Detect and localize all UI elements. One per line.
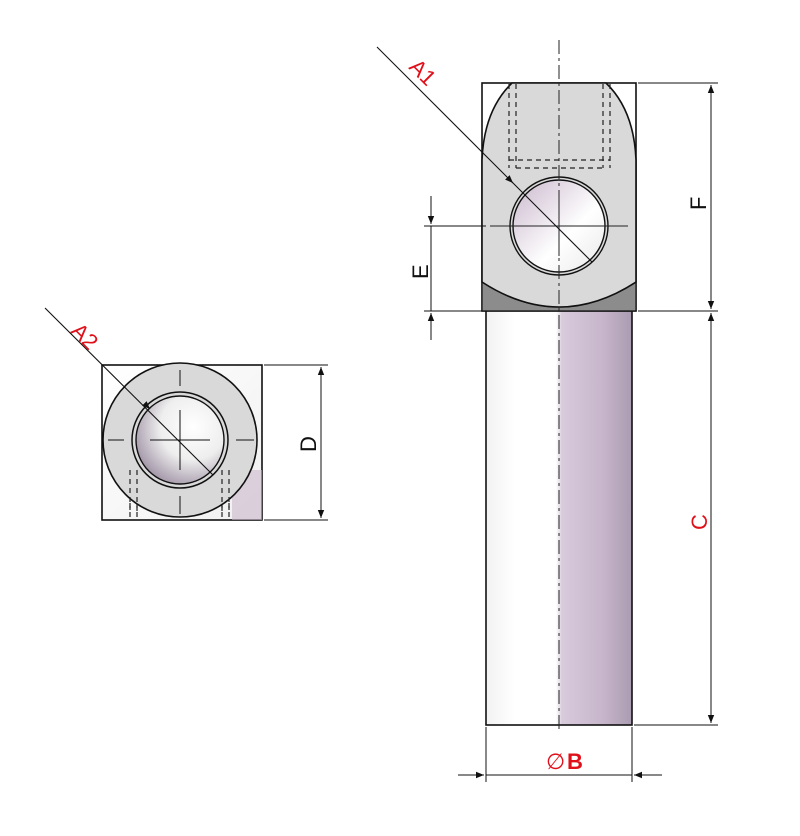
a2-leader [44, 307, 214, 476]
end-view-centerlines [108, 370, 254, 514]
head-hidden-lines [508, 84, 611, 169]
side-view-centerlines [490, 40, 628, 730]
side-view: A1 E F C ∅ [376, 40, 718, 782]
dim-d [264, 364, 328, 521]
a1-label: A1 [404, 54, 441, 91]
e-label: E [408, 264, 433, 279]
c-label: C [687, 514, 712, 530]
end-view-hole-outer [131, 391, 229, 489]
end-view: A2 D [44, 307, 328, 521]
f-label: F [686, 197, 711, 210]
dim-c [634, 313, 718, 726]
dim-b [458, 727, 662, 782]
b-symbol-label: ∅ [546, 749, 565, 774]
a1-leader [376, 46, 593, 263]
dim-e [424, 196, 486, 340]
dim-f [638, 82, 718, 312]
b-label: B [567, 749, 583, 774]
d-label: D [296, 436, 321, 452]
a2-label: A2 [66, 318, 103, 355]
